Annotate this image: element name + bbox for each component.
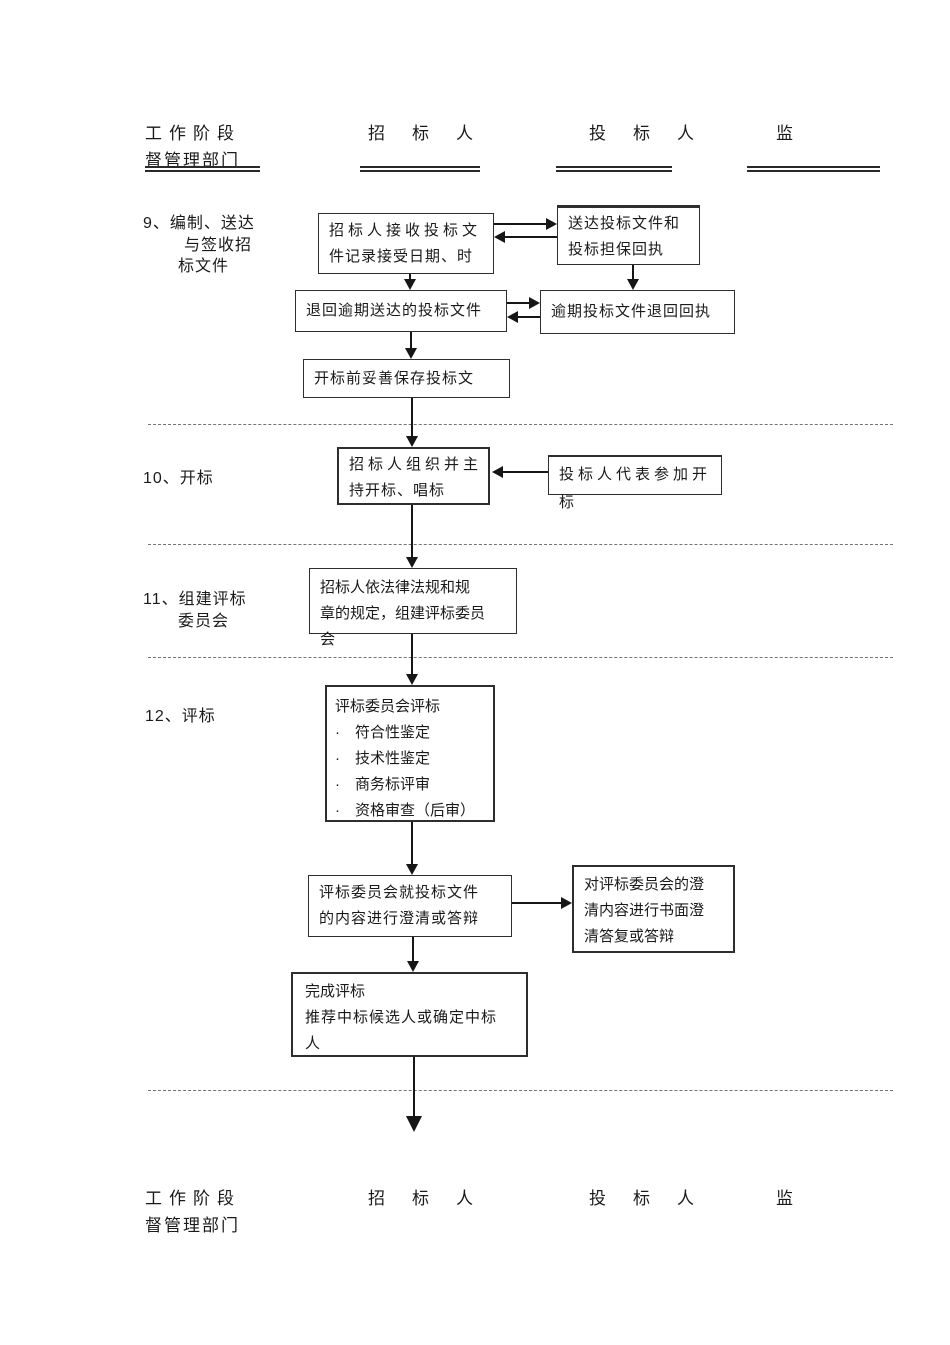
arrowhead-down-icon: [405, 348, 417, 359]
box-form-committee-line2: 章的规定，组建评标委员: [320, 605, 486, 622]
box-bidder-attend: 投标人代表参加开 标: [548, 455, 722, 511]
arrow-shaft: [413, 1057, 415, 1118]
header-col-supervisor-part2: 督管理部门: [145, 151, 240, 170]
header-rule-1: [145, 166, 260, 172]
box-bidder-attend-line1: 投标人代表参加开: [559, 466, 712, 483]
box-evaluate-title: 评标委员会评标: [335, 698, 441, 715]
box-preserve-docs-line1: 开标前妥善保存投标文: [314, 369, 475, 387]
header-rule-2: [360, 166, 480, 172]
arrowhead-right-icon: [529, 297, 540, 309]
arrow-shaft: [517, 316, 540, 318]
arrow-shaft: [410, 332, 412, 350]
box-return-late-docs-line1: 退回逾期送达的投标文件: [306, 302, 483, 319]
box-written-reply-line1: 对评标委员会的澄: [584, 876, 705, 893]
box-bidder-attend-line2: 标: [559, 494, 576, 511]
box-host-opening-line2: 持开标、唱标: [349, 482, 446, 499]
step-9-label-line3: 标文件: [178, 258, 230, 275]
header-col-bidder: 投标人: [589, 124, 721, 143]
box-host-opening-line1: 招标人组织并主: [349, 456, 483, 473]
footer-col-tenderer: 招标人: [368, 1189, 500, 1208]
header-rule-3: [556, 166, 672, 172]
box-late-return-receipt: 逾期投标文件退回回执: [540, 290, 735, 334]
arrowhead-down-icon: [406, 436, 418, 447]
box-complete-evaluation: 完成评标 推荐中标候选人或确定中标 人: [291, 972, 528, 1057]
box-evaluate-item-technical: · 技术性鉴定: [335, 750, 430, 767]
arrow-shaft: [412, 937, 414, 963]
box-written-reply: 对评标委员会的澄 清内容进行书面澄 清答复或答辩: [572, 865, 735, 953]
arrow-shaft: [411, 822, 413, 866]
header-col-work-phase: 工作阶段: [145, 124, 241, 143]
step-12-label: 12、评标: [145, 708, 216, 725]
phase-separator-4: [148, 1090, 893, 1091]
box-late-return-receipt-line1: 逾期投标文件退回回执: [551, 303, 712, 320]
box-return-late-docs: 退回逾期送达的投标文件: [295, 290, 507, 332]
arrow-shaft: [411, 398, 413, 438]
arrowhead-right-icon: [546, 218, 557, 230]
step-11-label-line1: 11、组建评标: [143, 591, 247, 608]
arrow-shaft: [507, 302, 531, 304]
step-11-label-line2: 委员会: [178, 613, 230, 630]
arrow-shaft: [512, 902, 562, 904]
arrowhead-down-icon: [627, 279, 639, 290]
box-evaluate-item-conformity: · 符合性鉴定: [335, 724, 430, 741]
arrow-shaft: [504, 236, 557, 238]
arrowhead-left-icon: [494, 231, 505, 243]
box-clarify-line2: 的内容进行澄清或答辩: [319, 910, 480, 927]
step-9-label-line2: 与签收招: [184, 237, 253, 254]
box-deliver-bid-docs-line2: 投标担保回执: [568, 241, 665, 258]
box-form-committee-line3: 会: [320, 631, 336, 648]
arrow-shaft: [411, 505, 413, 559]
arrowhead-right-icon: [561, 897, 572, 909]
box-evaluate: 评标委员会评标 · 符合性鉴定 · 技术性鉴定 · 商务标评审 · 资格审查（后…: [325, 685, 495, 822]
box-form-committee-line1: 招标人依法律法规和规: [320, 579, 471, 596]
box-deliver-bid-docs: 送达投标文件和 投标担保回执: [557, 205, 700, 265]
arrow-shaft: [632, 265, 634, 281]
box-receive-bid-docs-line2: 件记录接受日期、时: [329, 248, 474, 265]
arrowhead-down-icon: [404, 279, 416, 290]
box-receive-bid-docs-line1: 招标人接收投标文: [329, 222, 482, 239]
box-complete-evaluation-line1: 完成评标: [305, 983, 366, 1000]
phase-separator-3: [148, 657, 893, 658]
phase-separator-1: [148, 424, 893, 425]
arrowhead-down-icon: [406, 864, 418, 875]
box-written-reply-line2: 清内容进行书面澄: [584, 902, 705, 919]
footer-col-supervisor-part2: 督管理部门: [145, 1216, 240, 1235]
arrowhead-down-icon: [407, 961, 419, 972]
arrowhead-down-icon: [406, 1116, 422, 1132]
arrow-shaft: [409, 274, 411, 281]
box-written-reply-line3: 清答复或答辩: [584, 928, 675, 945]
box-complete-evaluation-line2: 推荐中标候选人或确定中标: [305, 1009, 498, 1026]
box-form-committee: 招标人依法律法规和规 章的规定，组建评标委员 会: [309, 568, 517, 648]
arrowhead-left-icon: [507, 311, 518, 323]
box-clarify-line1: 评标委员会就投标文件: [319, 884, 480, 901]
box-evaluate-item-qualification: · 资格审查（后审）: [335, 802, 475, 819]
header-col-supervisor-part1: 监: [776, 124, 793, 143]
header-col-tenderer: 招标人: [368, 124, 500, 143]
box-preserve-docs: 开标前妥善保存投标文: [303, 359, 510, 398]
box-evaluate-item-commercial: · 商务标评审: [335, 776, 430, 793]
arrowhead-down-icon: [406, 674, 418, 685]
arrowhead-down-icon: [406, 557, 418, 568]
footer-col-bidder: 投标人: [589, 1189, 721, 1208]
step-10-label: 10、开标: [143, 470, 214, 487]
phase-separator-2: [148, 544, 893, 545]
arrow-shaft: [502, 471, 548, 473]
arrowhead-left-icon: [492, 466, 503, 478]
arrow-shaft: [411, 634, 413, 676]
header-rule-4: [747, 166, 880, 172]
step-9-label-line1: 9、编制、送达: [143, 215, 255, 232]
box-deliver-bid-docs-line1: 送达投标文件和: [568, 215, 681, 232]
box-complete-evaluation-line3: 人: [305, 1035, 321, 1052]
footer-col-supervisor-part1: 监: [776, 1189, 793, 1208]
box-receive-bid-docs: 招标人接收投标文 件记录接受日期、时: [318, 213, 494, 274]
box-host-opening: 招标人组织并主 持开标、唱标: [337, 447, 490, 505]
box-clarify: 评标委员会就投标文件 的内容进行澄清或答辩: [308, 875, 512, 937]
arrow-shaft: [494, 223, 547, 225]
footer-col-work-phase: 工作阶段: [145, 1189, 241, 1208]
